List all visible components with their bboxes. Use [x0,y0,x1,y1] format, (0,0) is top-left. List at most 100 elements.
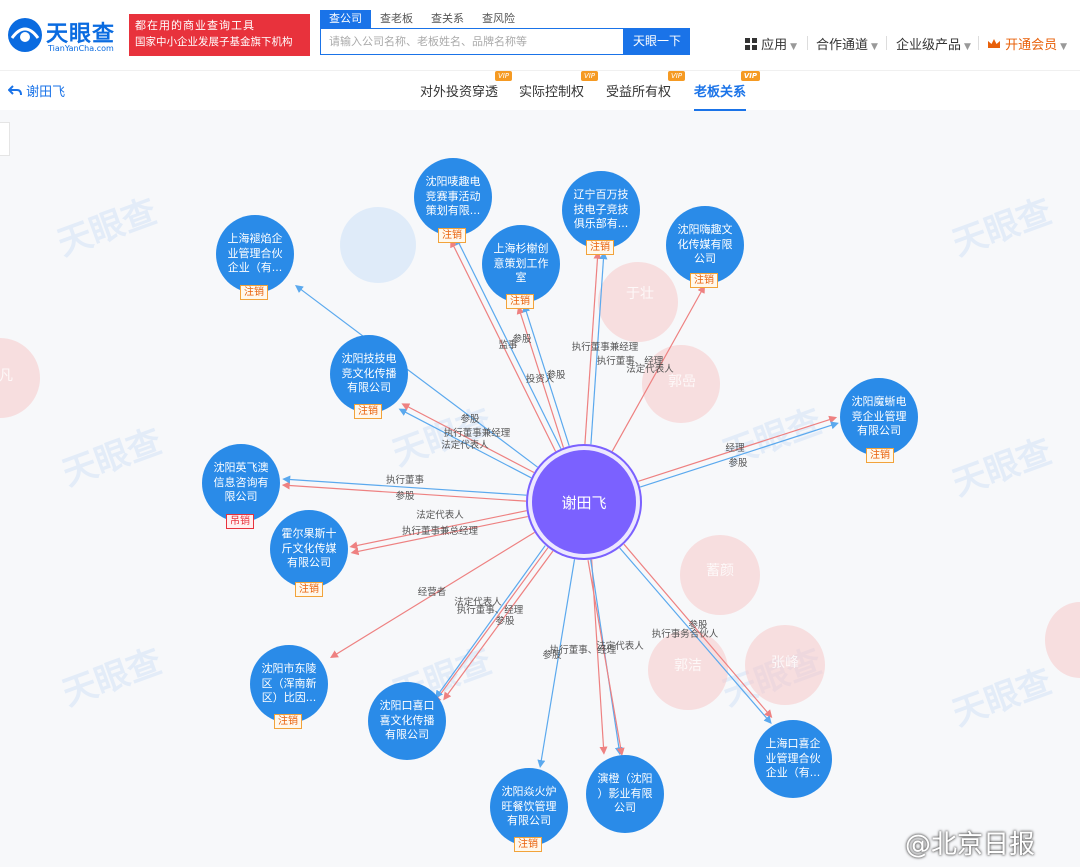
edge-label: 参股 [728,457,748,469]
ghost-node-label: 郭洁 [674,657,702,674]
company-node[interactable]: 上海杉榭创意策划工作室 [482,225,560,303]
tab-label: 老板关系 [694,85,747,100]
status-badge: 注销 [240,285,268,300]
ghost-person-node [680,535,760,615]
company-node[interactable]: 演橙（沈阳）影业有限公司 [586,755,664,833]
node-line: 上海口喜企 [765,737,821,751]
search-tab-boss[interactable]: 查老板 [380,12,413,25]
company-node[interactable]: 霍尔果斯十斤文化传媒有限公司 [270,510,348,588]
status-badge: 注销 [274,714,302,729]
company-node[interactable]: 沈阳技技电竞文化传播有限公司 [330,335,408,413]
node-line: 信息咨询有 [213,475,269,489]
node-line: 上海褪焰企 [227,232,283,246]
nav-vip[interactable]: 开通会员▼ [987,34,1067,53]
logo-subtext: TianYanCha.com [48,44,114,53]
company-node[interactable]: 沈阳魔蜥电竞企业管理有限公司 [840,378,918,456]
node-line: 意策划工作 [493,256,549,270]
company-node[interactable]: 沈阳口喜口喜文化传播有限公司 [368,682,446,760]
status-badge: 注销 [514,837,542,852]
node-line: 演橙（沈阳 [597,772,653,786]
nav-apps[interactable]: 应用▼ [745,34,797,53]
node-line: 企业（有... [227,261,283,275]
relation-edge [455,236,562,449]
node-line: 区）比因... [261,691,317,705]
search-tab-company[interactable]: 查公司 [320,10,371,28]
tab-label: 受益所有权 [606,85,672,100]
node-line: 竞赛事活动 [425,189,481,203]
search-tab-risk[interactable]: 查风险 [482,12,515,25]
company-node[interactable]: 辽宁百万技技电子竞技俱乐部有... [562,171,640,249]
edge-label: 法定代表人 [441,439,489,451]
relation-edge [435,545,546,699]
relation-edge [401,403,535,474]
side-panel-handle[interactable] [0,122,10,156]
edge-label: 执行董事、经理 [597,355,664,367]
status-badge: 注销 [295,582,323,597]
grid-icon [745,38,757,50]
company-node[interactable]: 沈阳英飞澳信息咨询有限公司 [202,444,280,522]
company-node[interactable]: 上海口喜企业管理合伙企业（有... [754,720,832,798]
relation-edge [623,543,773,719]
relation-graph: 天眼查 天眼查 天眼查 天眼查 天眼查 天眼查 天眼查 天眼查 天眼查 天眼查 [0,110,1080,867]
logo-text: 天眼查 [46,22,116,47]
company-node[interactable]: 沈阳市东陵区（浑南新区）比因... [250,645,328,723]
node-line: 有限公司 [507,814,551,828]
ghost-node-label: 蓄颜 [706,563,734,579]
nav-vip-label: 开通会员 [1005,38,1058,53]
edge-label: 参股 [542,649,562,661]
node-line: 室 [515,271,527,285]
node-line: 沈阳技技电 [341,352,397,366]
node-line: 沈阳嗨趣文 [677,223,733,237]
edge-label: 参股 [495,615,515,627]
back-link[interactable]: 谢田飞 [7,81,65,100]
relation-edge [611,285,706,452]
company-node[interactable]: 沈阳嗨趣文化传媒有限公司 [666,206,744,284]
node-line: 企业（有... [765,766,821,780]
node-line: 沈阳口喜口 [379,699,435,713]
relation-edge [450,239,557,452]
company-node[interactable]: 沈阳焱火炉旺餐饮管理有限公司 [490,768,568,846]
relation-edge [349,510,527,550]
search-button[interactable]: 天眼一下 [624,28,690,55]
relation-edge [433,547,549,704]
edge-label: 参股 [546,369,566,381]
node-line: 策划有限... [425,204,481,218]
company-node[interactable]: 沈阳唛趣电竞赛事活动策划有限... [414,158,492,236]
relation-edge [619,547,772,724]
edge-label: 参股 [460,413,480,425]
relation-edge [584,250,602,444]
edge-label: 执行事务合伙人 [652,628,719,640]
node-line: 技电子竞技 [573,202,629,216]
nav-apps-label: 应用 [761,38,788,53]
nav-enterprise[interactable]: 企业级产品▼ [896,34,971,53]
nav-partner[interactable]: 合作通道▼ [816,34,878,53]
node-line: 上海杉榭创 [493,242,549,256]
edge-labels: 参股监事投资人参股执行董事兼经理执行董事、经理法定代表人参股执行董事兼经理法定代… [0,286,799,674]
node-line: 有限公司 [347,381,391,395]
search-input[interactable]: 请输入公司名称、老板姓名、品牌名称等 [320,28,624,55]
edge-label: 执行董事、经理 [457,604,524,616]
tianyancha-logo[interactable]: 天眼查 TianYanCha.com [6,14,126,58]
search-tab-relation[interactable]: 查关系 [431,12,464,25]
edge-label: 参股 [395,490,415,502]
chevron-down-icon: ▼ [1060,42,1068,52]
status-badge: 注销 [354,404,382,419]
edge-label: 经理 [725,442,745,454]
node-line: 竞文化传播 [341,366,397,380]
search-tabs: 查公司 查老板 查关系 查风险 [320,10,524,28]
center-person-node[interactable]: 谢田飞 [532,450,636,554]
node-line: 辽宁百万技 [573,188,629,202]
node-line: 公司 [694,252,716,266]
relation-edge [329,531,535,659]
vip-badge: VIP [580,71,599,81]
source-signature: @北京日报 [905,830,1036,860]
relation-edge [537,559,576,768]
company-node[interactable]: 上海褪焰企业管理合伙企业（有... [216,215,294,293]
relation-edge [281,481,526,502]
